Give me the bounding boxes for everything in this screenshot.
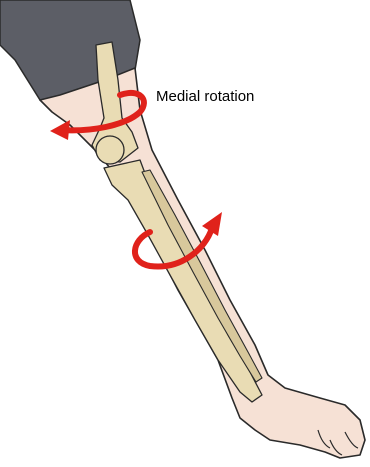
leg-icon bbox=[40, 68, 365, 458]
patella-bone bbox=[96, 136, 124, 164]
medial-rotation-label: Medial rotation bbox=[156, 88, 254, 105]
fibula-bone bbox=[142, 170, 262, 382]
tibia-bone bbox=[104, 160, 262, 402]
